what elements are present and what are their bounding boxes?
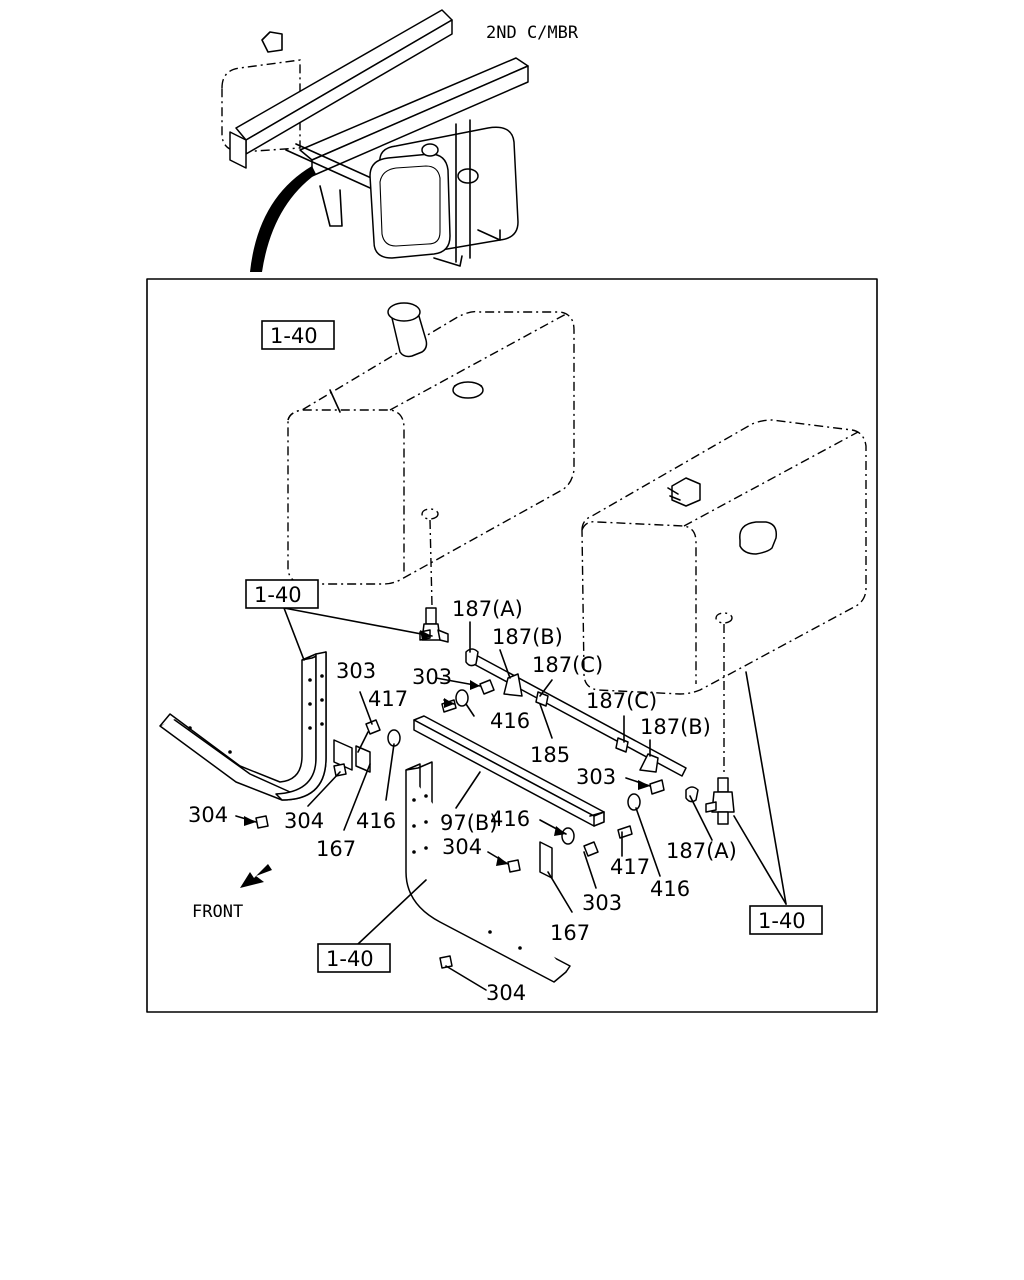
- leader-lines: [235, 389, 787, 991]
- callout-417-bottom: 417: [610, 855, 650, 879]
- callout-416-center: 416: [490, 807, 530, 831]
- callout-304-bottom: 304: [486, 981, 526, 1005]
- svg-text:1-40: 1-40: [326, 947, 374, 971]
- bolt-303-mid: [479, 679, 495, 695]
- bracket-plate-167-bottom: [539, 841, 553, 879]
- detail-frame: [146, 278, 878, 1013]
- left-drain-line: [429, 519, 433, 607]
- callout-187a-top: 187(A): [452, 597, 523, 621]
- bolt-303-right: [649, 779, 665, 795]
- front-label: FRONT: [192, 902, 243, 922]
- callout-97b: 97(B): [440, 811, 498, 835]
- callout-304-far-left: 304: [188, 803, 228, 827]
- bracket-center: [405, 761, 571, 983]
- cross-bar-97b: [413, 715, 605, 827]
- callout-303-left: 303: [336, 659, 376, 683]
- callout-167-left: 167: [316, 837, 356, 861]
- callout-187b-top: 187(B): [492, 625, 563, 649]
- ref-box-tank-right: 1-40: [749, 905, 823, 935]
- bolt-303-bottom: [583, 841, 599, 857]
- callout-187a-right: 187(A): [666, 839, 737, 863]
- svg-text:1-40: 1-40: [758, 909, 806, 933]
- callout-416-right: 416: [650, 877, 690, 901]
- callout-185: 185: [530, 743, 570, 767]
- callout-303-right: 303: [576, 765, 616, 789]
- callout-304-center: 304: [442, 835, 482, 859]
- callout-304-left: 304: [284, 809, 324, 833]
- bolt-303-left: [357, 719, 381, 753]
- bracket-left: [159, 651, 327, 801]
- ref-box-bracket-left: 1-40: [245, 579, 319, 609]
- callout-labels: 187(A) 187(B) 187(C) 187(C) 187(B) 187(A…: [188, 597, 737, 1005]
- overview-label: 2ND C/MBR: [486, 23, 579, 43]
- callout-303-mid: 303: [412, 665, 452, 689]
- ref-box-tank-left: 1-40: [261, 320, 335, 350]
- callout-187b-right: 187(B): [640, 715, 711, 739]
- callout-303-bottom: 303: [582, 891, 622, 915]
- callout-187c-right: 187(C): [586, 689, 657, 713]
- ref-box-bracket-center: 1-40: [317, 943, 391, 973]
- callout-416-mid: 416: [490, 709, 530, 733]
- left-fuel-tank: [287, 302, 575, 585]
- callout-417-top: 417: [368, 687, 408, 711]
- nut-304: [255, 763, 521, 969]
- svg-text:1-40: 1-40: [254, 583, 302, 607]
- svg-text:1-40: 1-40: [270, 324, 318, 348]
- overview-vehicle-frame: [221, 9, 529, 272]
- front-arrow-icon: [240, 864, 272, 888]
- leader-arrowheads: [244, 630, 650, 866]
- callout-416-left: 416: [356, 809, 396, 833]
- callout-167-bottom: 167: [550, 921, 590, 945]
- fuel-valve-right: [685, 777, 735, 825]
- callout-187c-top: 187(C): [532, 653, 603, 677]
- right-fuel-tank: [581, 419, 867, 695]
- cushion-416: [387, 689, 641, 845]
- clamp-187a-left: [465, 648, 479, 667]
- bracket-plate-167-left: [333, 739, 371, 773]
